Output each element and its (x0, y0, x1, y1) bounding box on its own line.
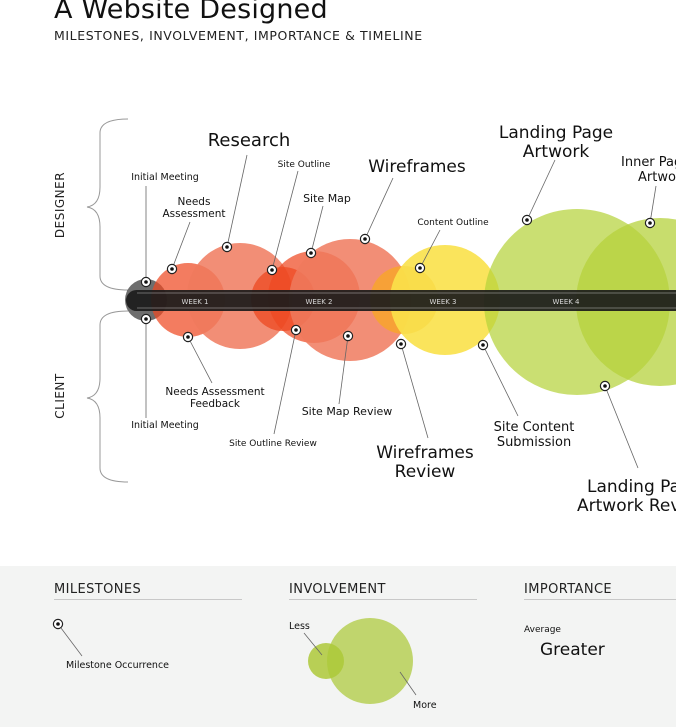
milestone-marker (266, 264, 278, 276)
page-subtitle: MILESTONES, INVOLVEMENT, IMPORTANCE & TI… (54, 28, 423, 43)
milestone-marker (221, 241, 233, 253)
timeline-bar (126, 290, 676, 311)
milestone-marker (305, 247, 317, 259)
row-label-designer: DESIGNER (53, 172, 67, 238)
leader-line (364, 177, 394, 240)
legend-more-label: More (413, 700, 437, 711)
milestone-marker (414, 262, 426, 274)
label-site-content-submission: Submission (497, 435, 571, 450)
label-content-outline: Content Outline (417, 218, 489, 228)
label-site-outline-review: Site Outline Review (229, 439, 317, 449)
label-needs-assessment: Needs (178, 196, 211, 208)
milestone-marker (140, 313, 152, 325)
leader-line (482, 344, 519, 417)
week-3-label: WEEK 3 (429, 298, 456, 306)
legend-circle-more (327, 618, 413, 704)
milestone-marker (521, 214, 533, 226)
milestone-marker (140, 276, 152, 288)
milestone-marker (599, 380, 611, 392)
milestone-marker (395, 338, 407, 350)
label-wireframes: Wireframes (368, 157, 466, 177)
label-research: Research (208, 130, 291, 151)
legend-less-label: Less (289, 621, 310, 632)
page-title: A Website Designed (54, 0, 328, 25)
leader-line (303, 632, 323, 656)
leader-line (226, 154, 248, 248)
milestone-marker (359, 233, 371, 245)
label-site-outline: Site Outline (278, 160, 331, 170)
leader-line (273, 329, 297, 435)
label-needs-assessment-feedback: Feedback (190, 398, 241, 410)
label-inner-page-artwork: Artwo (638, 170, 676, 185)
legend-heading-milestones: MILESTONES (54, 582, 142, 597)
client-bracket (86, 310, 129, 483)
week-2-label: WEEK 2 (305, 298, 332, 306)
label-initial-meeting-client: Initial Meeting (131, 420, 199, 431)
legend-divider (54, 599, 242, 600)
label-site-map: Site Map (303, 192, 351, 205)
week-4-label: WEEK 4 (552, 298, 580, 306)
milestone-marker (182, 331, 194, 343)
milestone-marker (477, 339, 489, 351)
leader-line (187, 336, 213, 384)
legend-average-label: Average (524, 625, 561, 635)
label-landing-page-artwork: Artwork (523, 142, 590, 162)
legend-heading-involvement: INVOLVEMENT (289, 582, 386, 597)
label-landing-page-artwork-review: Artwork Rev (577, 496, 676, 516)
milestone-marker (342, 330, 354, 342)
leader-line (171, 221, 191, 270)
leader-line (338, 335, 349, 405)
leader-line (604, 385, 639, 469)
label-wireframes-review: Wireframes (376, 443, 474, 463)
week-1-label: WEEK 1 (181, 298, 208, 306)
legend-milestone-occurrence: Milestone Occurrence (66, 660, 169, 671)
leader-line (400, 343, 429, 439)
leader-line (419, 229, 441, 269)
label-site-content-submission: Site Content (494, 420, 575, 435)
legend-greater-label: Greater (540, 640, 605, 660)
label-wireframes-review: Review (395, 462, 456, 482)
leader-line (399, 671, 417, 696)
legend-divider (289, 599, 477, 600)
label-needs-assessment: Assessment (163, 208, 226, 220)
label-landing-page-artwork-review: Landing Pa (587, 477, 676, 497)
leader-line (60, 627, 83, 657)
milestone-marker (290, 324, 302, 336)
label-inner-page-artwork: Inner Pag (621, 155, 676, 170)
leader-line (310, 205, 324, 254)
legend-milestone-marker (52, 618, 64, 630)
designer-bracket (86, 118, 129, 291)
leader-line (649, 185, 657, 224)
milestone-marker (166, 263, 178, 275)
leader-line (526, 159, 556, 221)
milestone-marker (644, 217, 656, 229)
legend-divider (524, 599, 676, 600)
label-landing-page-artwork: Landing Page (499, 123, 613, 143)
label-site-map-review: Site Map Review (302, 405, 393, 418)
label-initial-meeting-designer: Initial Meeting (131, 172, 199, 183)
row-label-client: CLIENT (53, 373, 67, 419)
legend-heading-importance: IMPORTANCE (524, 582, 613, 597)
leader-line (271, 170, 299, 271)
label-needs-assessment-feedback: Needs Assessment (165, 386, 264, 398)
